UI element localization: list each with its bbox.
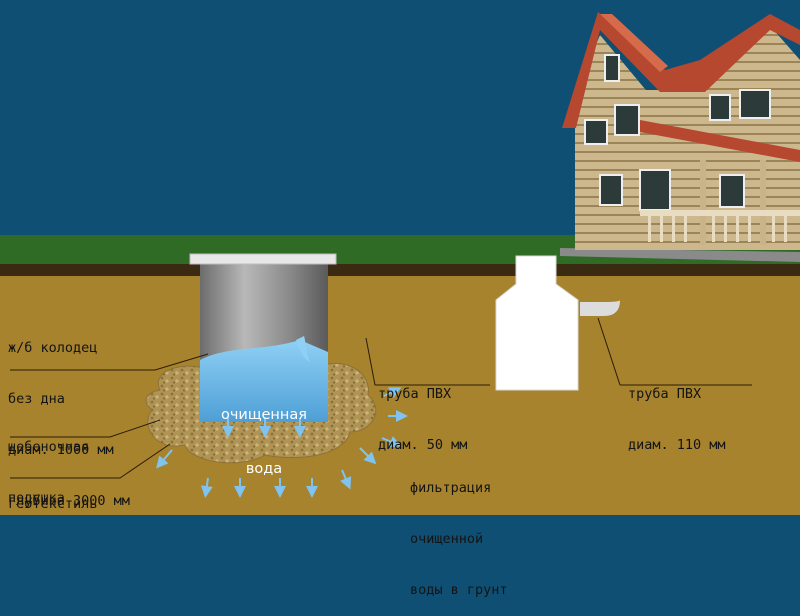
outflow-arrow [381, 436, 402, 448]
outflow-arrow [359, 447, 377, 465]
house-illustration [560, 12, 800, 262]
pipe-110-label-line-1: труба ПВХ [628, 386, 702, 402]
outflow-arrow [340, 469, 352, 490]
topsoil-line [0, 264, 800, 278]
well-label-line-4: глубина 3000 мм [8, 493, 130, 509]
well [189, 253, 337, 422]
septic-tank [495, 255, 579, 391]
water-label-line-2: вода [245, 461, 283, 477]
septic-diagram [0, 12, 800, 515]
well-label-line-1: ж/б колодец [8, 340, 98, 356]
gravel-label-line-2: подушка [8, 490, 65, 506]
pipe-110 [580, 300, 620, 316]
filtration-label-line-2: очищенной [410, 531, 484, 547]
gravel-label-line-1: щебеночная [8, 439, 90, 455]
filtration-label: фильтрация очищенной воды в грунт [410, 446, 508, 616]
filtration-label-line-1: фильтрация [410, 480, 492, 496]
water-label-line-1: очищенная [220, 407, 307, 423]
outflow-arrow [156, 449, 173, 469]
pipe-110-label-line-2: диам. 110 мм [628, 437, 726, 453]
geotextile-label: геотекстиль [8, 462, 97, 530]
outflow-arrow [383, 387, 402, 399]
water-label: очищенная вода [200, 370, 328, 496]
pipe-50-label-line-1: труба ПВХ [378, 386, 452, 402]
pipe-50-label: труба ПВХ диам. 50 мм [378, 352, 467, 471]
leader-lines [10, 317, 752, 479]
pipe-50-label-line-2: диам. 50 мм [378, 437, 468, 453]
gravel-label: щебеночная подушка [8, 405, 89, 524]
pipe-110-label: труба ПВХ диам. 110 мм [628, 352, 726, 471]
outflow-arrow [200, 477, 213, 498]
filtration-label-line-3: воды в грунт [410, 582, 508, 598]
geotextile-label-text: геотекстиль [8, 496, 98, 512]
well-label-line-3: диам. 1000 мм [8, 442, 114, 458]
filtration-arrows [156, 387, 408, 498]
well-label-line-2: без дна [8, 391, 65, 407]
well-label: ж/б колодец без дна диам. 1000 мм глубин… [8, 306, 130, 527]
